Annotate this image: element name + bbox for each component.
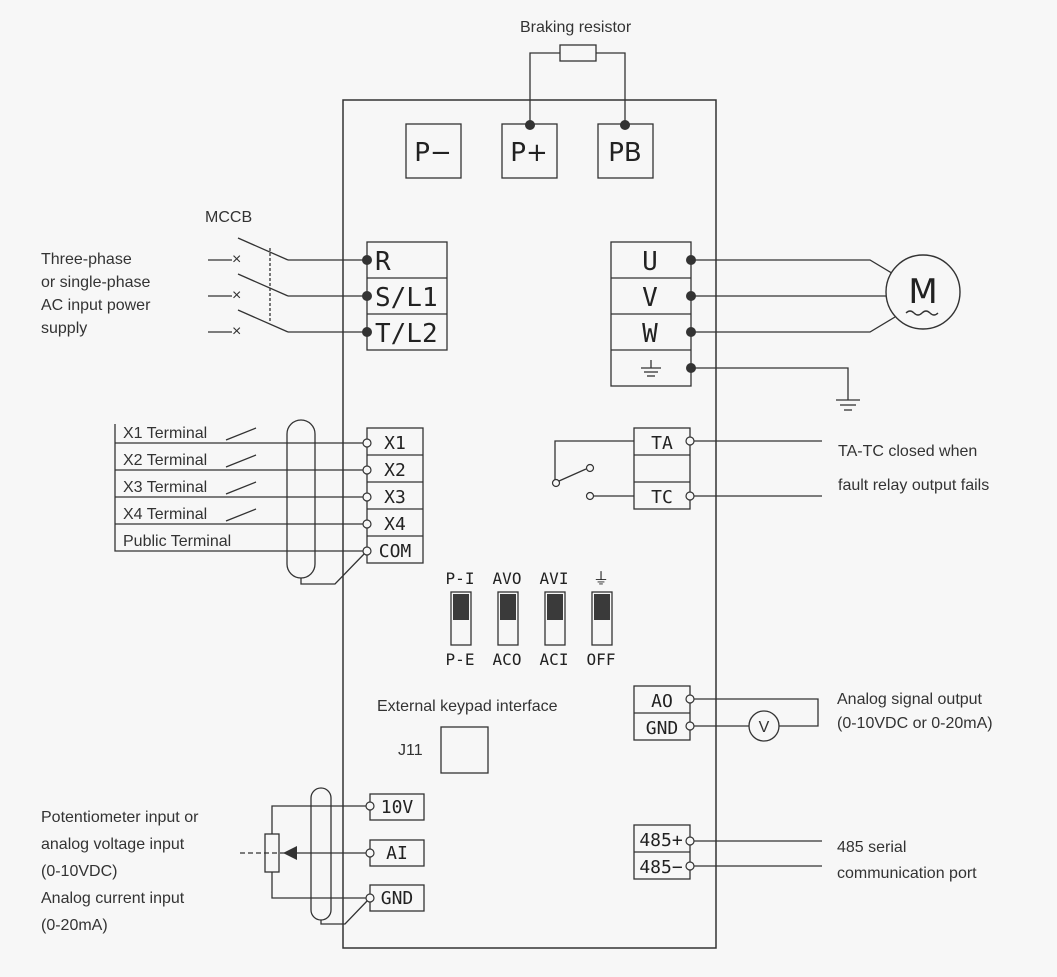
- svg-text:10V: 10V: [381, 797, 414, 818]
- relay-contact-icon: [551, 440, 634, 501]
- power-supply-line-3: AC input power: [41, 297, 151, 314]
- terminal-ai[interactable]: [369, 839, 425, 867]
- motor-icon: M: [885, 254, 961, 330]
- keypad-label: External keypad interface: [377, 698, 558, 715]
- keypad-connector[interactable]: [440, 726, 489, 774]
- output-terminal-block: U V W: [610, 241, 696, 387]
- x3-terminal-label: X3 Terminal: [123, 479, 207, 496]
- braking-resistor-label: Braking resistor: [520, 19, 632, 36]
- svg-text:GND: GND: [381, 888, 414, 909]
- analog-output-terminal-block: AO GND: [633, 685, 695, 741]
- terminal-w[interactable]: W: [642, 319, 658, 349]
- switch-top-label-1: P-I: [446, 569, 475, 588]
- terminal-s-l1[interactable]: S/L1: [375, 283, 438, 313]
- power-supply-line-4: supply: [41, 320, 87, 337]
- terminal-ao[interactable]: AO: [651, 691, 673, 712]
- svg-text:V: V: [759, 719, 770, 736]
- input-terminal-block: R S/L1 T/L2: [362, 241, 448, 351]
- x4-terminal-label: X4 Terminal: [123, 506, 207, 523]
- x1-terminal-label: X1 Terminal: [123, 425, 207, 442]
- dc-bus-terminals: P− P+ PB: [405, 120, 654, 179]
- potentiometer-line-4: Analog current input: [41, 890, 185, 907]
- ground-icon: [641, 360, 661, 377]
- switch-top-label-4: ⏚: [593, 569, 609, 588]
- shielded-cable-icon-2: [310, 787, 332, 921]
- switch-bottom-label-1: P-E: [446, 650, 475, 669]
- potentiometer-line-3: (0-10VDC): [41, 863, 117, 880]
- shielded-cable-icon: [286, 419, 316, 579]
- x2-terminal-label: X2 Terminal: [123, 452, 207, 469]
- digital-input-wiring: [114, 419, 366, 585]
- terminal-x1[interactable]: X1: [384, 433, 406, 454]
- rs485-line-1: 485 serial: [837, 839, 906, 856]
- terminal-gnd-ao[interactable]: GND: [646, 718, 679, 739]
- potentiometer-line-1: Potentiometer input or: [41, 809, 199, 826]
- dip-switch-3[interactable]: [544, 591, 566, 646]
- terminal-com[interactable]: COM: [379, 541, 412, 562]
- terminal-t-l2[interactable]: T/L2: [375, 319, 438, 349]
- dip-switch-1[interactable]: [450, 591, 472, 646]
- relay-terminal-block: TA TC: [633, 427, 695, 510]
- terminal-tc[interactable]: TC: [651, 487, 673, 508]
- terminal-u[interactable]: U: [642, 247, 658, 277]
- braking-resistor: [559, 44, 597, 62]
- dip-switch-block: P-I AVO AVI ⏚ P-E ACO ACI OFF: [446, 569, 616, 669]
- dip-switch-2[interactable]: [497, 591, 519, 646]
- switch-bottom-label-3: ACI: [540, 650, 569, 669]
- svg-text:×: ×: [232, 251, 241, 268]
- mccb-label: MCCB: [205, 209, 252, 226]
- relay-note-line-2: fault relay output fails: [838, 477, 989, 494]
- terminal-v[interactable]: V: [642, 283, 658, 313]
- switch-bottom-label-2: ACO: [493, 650, 522, 669]
- mccb-breaker: × × ×: [208, 237, 367, 340]
- terminal-485-plus[interactable]: 485+: [639, 830, 683, 851]
- voltmeter-icon: V: [748, 710, 780, 742]
- svg-text:×: ×: [232, 323, 241, 340]
- rs485-terminal-block: 485+ 485−: [633, 824, 695, 880]
- terminal-x2[interactable]: X2: [384, 460, 406, 481]
- analog-output-line-2: (0-10VDC or 0-20mA): [837, 715, 993, 732]
- switch-top-label-2: AVO: [493, 569, 522, 588]
- potentiometer-line-5: (0-20mA): [41, 917, 108, 934]
- earth-ground-icon: [836, 399, 860, 411]
- analog-input-terminal-block: 10V AI GND: [365, 793, 425, 912]
- terminal-pb[interactable]: [597, 123, 654, 179]
- rs485-line-2: communication port: [837, 865, 977, 882]
- analog-output-line-1: Analog signal output: [837, 691, 983, 708]
- svg-text:P+: P+: [510, 138, 547, 168]
- potentiometer-icon: [240, 787, 369, 925]
- terminal-10v[interactable]: [369, 793, 425, 821]
- switch-top-label-3: AVI: [540, 569, 569, 588]
- j11-label: J11: [398, 742, 423, 759]
- potentiometer-line-2: analog voltage input: [41, 836, 185, 853]
- digital-input-terminal-block: X1 X2 X3 X4 COM: [362, 427, 424, 564]
- terminal-r[interactable]: R: [375, 247, 391, 277]
- public-terminal-label: Public Terminal: [123, 533, 231, 550]
- terminal-ta[interactable]: TA: [651, 433, 673, 454]
- switch-bottom-label-4: OFF: [587, 650, 616, 669]
- terminal-x4[interactable]: X4: [384, 514, 406, 535]
- terminal-485-minus[interactable]: 485−: [639, 857, 683, 878]
- svg-text:P−: P−: [414, 138, 451, 168]
- power-supply-line-1: Three-phase: [41, 251, 132, 268]
- svg-text:M: M: [908, 272, 937, 312]
- svg-text:×: ×: [232, 287, 241, 304]
- power-supply-line-2: or single-phase: [41, 274, 151, 291]
- terminal-x3[interactable]: X3: [384, 487, 406, 508]
- svg-text:PB: PB: [608, 138, 642, 168]
- relay-note-line-1: TA-TC closed when: [838, 443, 977, 460]
- terminal-p-minus[interactable]: [405, 123, 462, 179]
- svg-text:AI: AI: [386, 843, 408, 864]
- dip-switch-4[interactable]: [591, 591, 613, 646]
